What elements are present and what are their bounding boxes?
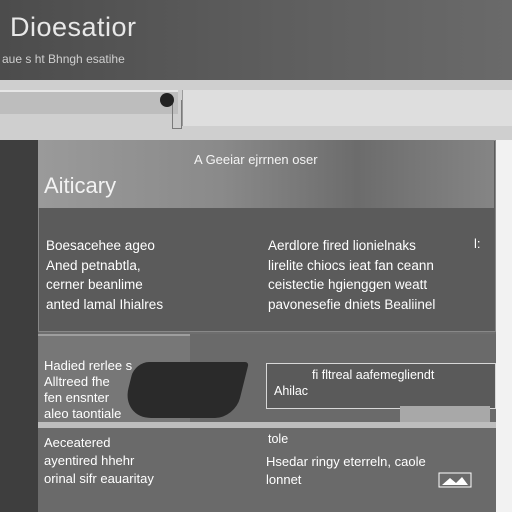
lower-left-line: Hadied rerlee s [44, 358, 133, 373]
right-line: lirelite chiocs ieat fan ceann [268, 257, 434, 273]
lower-left-line: aleo taontiale [44, 406, 122, 421]
notice-text: fi fltreal aafemegliendt [312, 368, 435, 382]
card-left-column: Boesacehee ageo Aned petnabtla, cerner b… [46, 236, 256, 314]
grey-chip [400, 406, 490, 424]
notice-text: Ahilac [274, 384, 309, 398]
toolbar-panel [182, 90, 512, 126]
left-line: cerner beanlime [46, 277, 143, 292]
notice-box[interactable] [266, 363, 496, 409]
right-line: Aerdlore fired lionielnaks [268, 238, 416, 253]
bottom-right-text: Hsedar ringy eterreln, caole lonnet [266, 453, 492, 489]
right-line: pavonesefie dniets Bealiinel [268, 296, 436, 312]
card-title: Aiticary [44, 173, 117, 198]
left-line: Aned petnabtla, [46, 257, 141, 273]
left-rail [0, 140, 38, 512]
left-line: anted lamal Ihialres [46, 296, 164, 312]
card-right-column: Aerdlore fired lionielnaks lirelite chio… [268, 236, 490, 314]
bottom-left-text: Aeceatered ayentired hhehr orinal sifr e… [44, 434, 244, 488]
app-title: Dioesatior [10, 12, 137, 42]
card-header-label: A Geeiar ejrrnen oser [194, 152, 318, 167]
bottom-right-line: Hsedar ringy eterreln, caole [266, 454, 426, 469]
section-band [38, 422, 496, 428]
header-bar [0, 0, 512, 80]
right-column-mark: l: [474, 236, 481, 251]
circle-handle-icon[interactable] [160, 93, 174, 107]
right-edge [496, 140, 512, 512]
bottom-right-line: lonnet [266, 472, 302, 487]
lower-left-text: Hadied rerlee s Alltreed fhe fen ensnter… [44, 358, 194, 422]
app-subtitle: aue s ht Bhngh esatihe [2, 52, 125, 66]
toolbar-divider [172, 100, 182, 129]
image-icon[interactable] [438, 472, 472, 488]
bottom-left-line: orinal sifr eauaritay [44, 471, 154, 486]
card-header [38, 140, 494, 208]
bottom-right-label: tole [268, 432, 289, 446]
right-line: ceistectie hgienggen weatt [268, 277, 428, 292]
lower-left-line: Alltreed fhe [44, 374, 110, 389]
bottom-left-line: Aeceatered [44, 435, 111, 450]
left-line: Boesacehee ageo [46, 238, 155, 253]
lower-left-line: fen ensnter [44, 390, 110, 405]
bottom-left-line: ayentired hhehr [44, 453, 135, 468]
toolbar-field[interactable] [0, 90, 178, 114]
